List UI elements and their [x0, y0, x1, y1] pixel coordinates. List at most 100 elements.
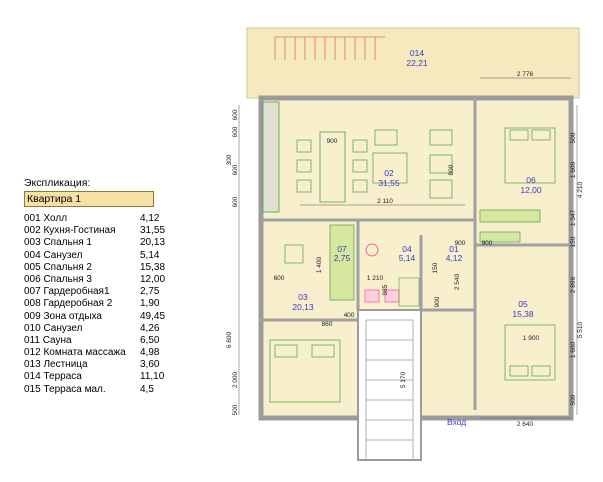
- dim-985: 985: [382, 284, 389, 295]
- floor-plan: 014 22,21 02 31,55 06 12,00 07 2,75 04 5…: [226, 27, 584, 461]
- dim-900c: 900: [482, 240, 493, 247]
- dim-r500b: 500: [570, 394, 577, 405]
- dim-600: 600: [274, 275, 285, 282]
- bath-sink: [365, 243, 379, 257]
- dim-2640: 2 640: [517, 421, 534, 428]
- dim-l2000: 2 000: [232, 371, 239, 388]
- dim-800: 800: [448, 164, 455, 175]
- dim-r2896: 2 896: [570, 276, 577, 293]
- dim-l600d: 600: [232, 196, 239, 207]
- dimension-lines: [300, 77, 571, 419]
- dim-860: 860: [322, 321, 333, 328]
- apartment-label: Квартира 1: [24, 191, 154, 207]
- dim-l500: 500: [232, 404, 239, 415]
- stair-treads: [365, 319, 414, 460]
- wardrobe-3: [479, 231, 521, 243]
- legend-row: 008 Гардеробная 2 1,90: [24, 298, 224, 310]
- dim-900d: 900: [434, 296, 441, 307]
- label-04-area: 5,14: [399, 253, 416, 263]
- room-name: 006 Спальня 3: [24, 273, 92, 285]
- label-07-num: 07: [337, 244, 347, 254]
- label-014-area: 22,21: [406, 58, 428, 68]
- label-01-num: 01: [449, 244, 459, 254]
- wardrobe-2: [479, 209, 541, 223]
- dim-150: 150: [432, 262, 439, 273]
- legend-row: 011 Сауна 6,50: [24, 335, 224, 347]
- room-name: 015 Терраса мал.: [24, 383, 106, 395]
- dim-l300: 300: [226, 154, 233, 165]
- label-05-num: 05: [518, 299, 528, 309]
- dim-l600b: 600: [232, 126, 239, 137]
- label-06-area: 12,00: [520, 185, 542, 195]
- dim-2776: 2 776: [517, 71, 534, 78]
- room-area: 49,45: [140, 310, 166, 322]
- legend-row: 007 Гардеробная1 2,75: [24, 286, 224, 298]
- kitchen-counter: [262, 101, 280, 213]
- room-area: 4,98: [140, 347, 160, 359]
- room-name: 005 Спальня 2: [24, 261, 92, 273]
- room-name: 007 Гардеробная1: [24, 286, 110, 298]
- room-area: 12,00: [140, 273, 166, 285]
- room-name: 012 Комната массажа: [24, 347, 126, 359]
- label-014-num: 014: [410, 48, 424, 58]
- room-area: 3,60: [140, 359, 160, 371]
- bed-05: [504, 324, 556, 381]
- room-area: 5,14: [140, 249, 160, 261]
- room-name: 011 Сауна: [24, 334, 72, 346]
- dim-r1600b: 1 600: [570, 341, 577, 358]
- dim-5170: 5 170: [400, 371, 407, 388]
- room-name: 013 Лестница: [24, 359, 88, 371]
- legend-row: 001 Холл 4,12: [24, 213, 224, 225]
- dim-2110: 2 110: [377, 198, 393, 205]
- wardrobe-1: [329, 224, 355, 301]
- label-02-num: 02: [384, 168, 394, 178]
- stairwell: [357, 309, 422, 461]
- bed-06: [504, 127, 556, 184]
- legend-row: 015 Терраса мал.4,5: [24, 384, 224, 396]
- room-area: 4,12: [140, 213, 160, 224]
- dim-1400: 1 400: [316, 256, 323, 273]
- label-01-area: 4,12: [446, 253, 463, 263]
- room-area: 1,90: [140, 298, 160, 310]
- room-area: 2,75: [140, 286, 160, 298]
- bath-fixture-1: [364, 289, 380, 303]
- legend-row: 006 Спальня 3 12,00: [24, 274, 224, 286]
- label-04-num: 04: [402, 244, 412, 254]
- label-05-area: 15,38: [512, 309, 534, 319]
- dim-r4210: 4 210: [577, 181, 584, 198]
- label-03-num: 03: [298, 292, 308, 302]
- dim-r5510: 5 510: [577, 321, 584, 338]
- room-name: 008 Гардеробная 2: [24, 298, 113, 310]
- legend-row: 013 Лестница 3,60: [24, 359, 224, 371]
- room-labels: 014 22,21 02 31,55 06 12,00 07 2,75 04 5…: [292, 48, 542, 319]
- dim-r1600a: 1 600: [570, 161, 577, 178]
- dim-1210: 1 210: [367, 275, 384, 282]
- dim-2540: 2 540: [454, 273, 461, 290]
- dim-900b: 900: [455, 240, 466, 247]
- dim-900a: 900: [327, 138, 338, 145]
- dim-l600a: 600: [232, 109, 239, 120]
- room-area: 4,26: [140, 322, 160, 334]
- bed-03: [269, 339, 341, 403]
- dim-l6800: 6 800: [226, 331, 233, 348]
- dim-400: 400: [344, 312, 355, 319]
- dim-r1347: 1 347: [570, 209, 577, 226]
- room-name: 003 Спальня 1: [24, 237, 92, 249]
- room-name: 004 Санузел: [24, 249, 83, 261]
- room-name: 001 Холл: [24, 213, 68, 224]
- room-area: 6,50: [140, 334, 160, 346]
- room-name: 014 Терраса: [24, 371, 82, 383]
- desk-chair: [284, 244, 304, 264]
- shower: [398, 277, 420, 307]
- legend-row: 004 Санузел 5,14: [24, 250, 224, 262]
- label-07-area: 2,75: [334, 253, 351, 263]
- entrance-label: Вход: [447, 417, 466, 427]
- room-area: 31,55: [140, 225, 166, 237]
- dim-1900: 1 900: [523, 335, 540, 342]
